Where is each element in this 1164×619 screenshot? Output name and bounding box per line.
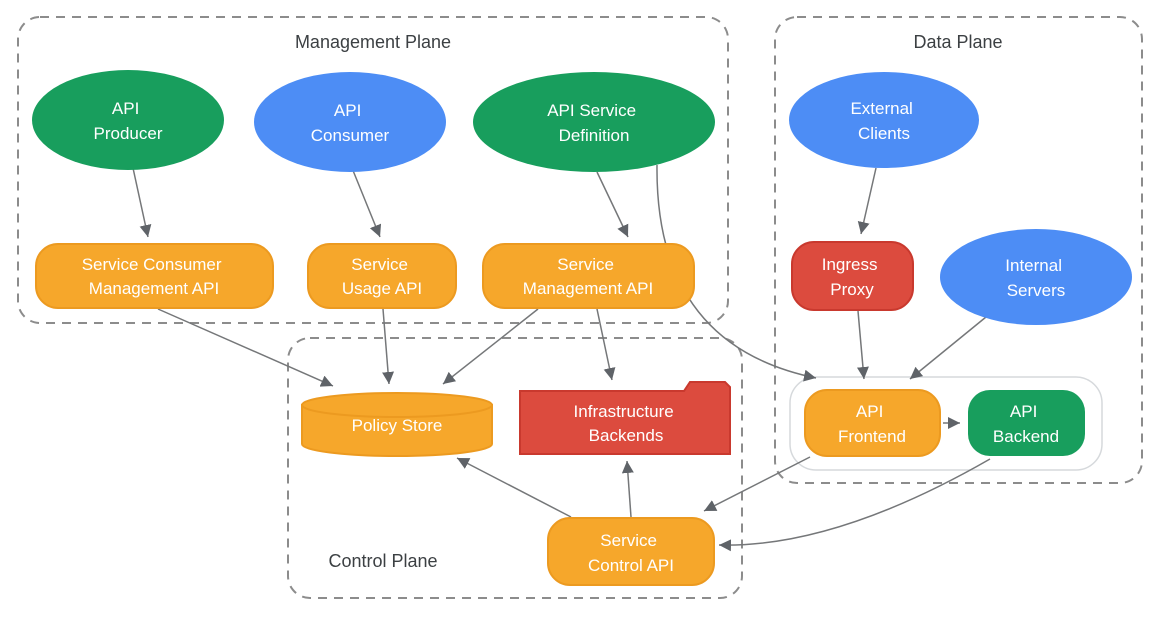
- api-frontend-shape: [804, 389, 941, 457]
- node-service-usage-api: Service Usage API: [307, 243, 457, 309]
- api-backend-shape: [968, 390, 1085, 456]
- internal-servers-shape: [940, 229, 1132, 325]
- edge-api-consumer-to-service-usage-api: [351, 167, 382, 238]
- external-clients-shape: [789, 72, 979, 168]
- control-plane-title: Control Plane: [328, 551, 437, 571]
- node-api-backend: API Backend: [968, 390, 1085, 456]
- edge-api-service-definition-to-service-management-api: [596, 171, 629, 238]
- edge-service-control-api-to-infrastructure-backends: [621, 460, 634, 518]
- node-service-control-api: Service Control API: [547, 517, 715, 586]
- node-external-clients: External Clients: [789, 72, 979, 168]
- edge-external-clients-to-ingress-proxy: [857, 167, 877, 235]
- control-plane: Control Plane: [287, 337, 743, 599]
- node-infrastructure-backends: Infrastructure Backends: [519, 381, 731, 455]
- api-service-definition-label: API Service Definition: [547, 101, 641, 145]
- policy-store-cylinder-body: [301, 404, 493, 457]
- data-plane-title: Data Plane: [913, 32, 1002, 52]
- infrastructure-backends-folder: [519, 381, 731, 455]
- data-plane: Data Plane: [774, 16, 1143, 484]
- node-service-management-api: Service Management API: [482, 243, 695, 309]
- edge-service-consumer-management-api-to-policy-store: [157, 308, 334, 387]
- node-ingress-proxy: Ingress Proxy: [791, 241, 914, 311]
- node-api-frontend: API Frontend: [804, 389, 941, 457]
- service-usage-api-shape: [307, 243, 457, 309]
- policy-store-label: Policy Store: [352, 416, 443, 435]
- edge-api-service-definition-to-api-frontend: [656, 164, 817, 382]
- api-service-definition-shape: [473, 72, 715, 172]
- internal-servers-label: Internal Servers: [1005, 256, 1066, 300]
- edge-service-management-api-to-infrastructure-backends: [596, 308, 616, 381]
- ingress-proxy-label: Ingress Proxy: [822, 255, 882, 299]
- api-consumer-label: API Consumer: [311, 101, 390, 145]
- node-api-service-definition: API Service Definition: [473, 72, 715, 172]
- management-plane: Management Plane: [17, 16, 729, 324]
- service-consumer-management-api-shape: [35, 243, 274, 309]
- edges: [132, 164, 991, 552]
- node-policy-store: Policy Store: [301, 392, 493, 457]
- data-plane-border: [774, 16, 1143, 484]
- management-plane-border: [17, 16, 729, 324]
- api-backend-label: API Backend: [993, 402, 1059, 446]
- edge-api-backend-to-service-control-api: [718, 458, 991, 552]
- control-plane-border: [287, 337, 743, 599]
- service-control-api-shape: [547, 517, 715, 586]
- api-consumer-shape: [254, 72, 446, 172]
- edge-service-management-api-to-policy-store: [442, 308, 539, 385]
- node-service-consumer-management-api: Service Consumer Management API: [35, 243, 274, 309]
- edge-service-control-api-to-policy-store: [456, 457, 572, 518]
- service-control-api-label: Service Control API: [588, 531, 674, 575]
- edge-ingress-proxy-to-api-frontend: [856, 310, 869, 380]
- policy-store-cylinder-lid: [301, 392, 493, 418]
- api-producer-label: API Producer: [94, 99, 163, 143]
- service-management-api-shape: [482, 243, 695, 309]
- ingress-proxy-shape: [791, 241, 914, 311]
- node-internal-servers: Internal Servers: [940, 229, 1132, 325]
- node-api-consumer: API Consumer: [254, 72, 446, 172]
- edge-api-frontend-to-service-control-api: [703, 456, 811, 512]
- service-consumer-management-api-label: Service Consumer Management API: [82, 255, 227, 298]
- infrastructure-backends-label: Infrastructure Backends: [574, 402, 679, 445]
- node-api-producer: API Producer: [32, 70, 224, 170]
- api-frontend-label: API Frontend: [838, 402, 906, 446]
- service-management-api-label: Service Management API: [523, 255, 653, 298]
- management-plane-title: Management Plane: [295, 32, 451, 52]
- external-clients-label: External Clients: [850, 99, 917, 143]
- service-usage-api-label: Service Usage API: [342, 255, 422, 298]
- api-producer-shape: [32, 70, 224, 170]
- edge-api-producer-to-service-consumer-management-api: [132, 167, 152, 238]
- edge-service-usage-api-to-policy-store: [382, 308, 395, 385]
- edge-internal-servers-to-api-frontend: [909, 316, 987, 380]
